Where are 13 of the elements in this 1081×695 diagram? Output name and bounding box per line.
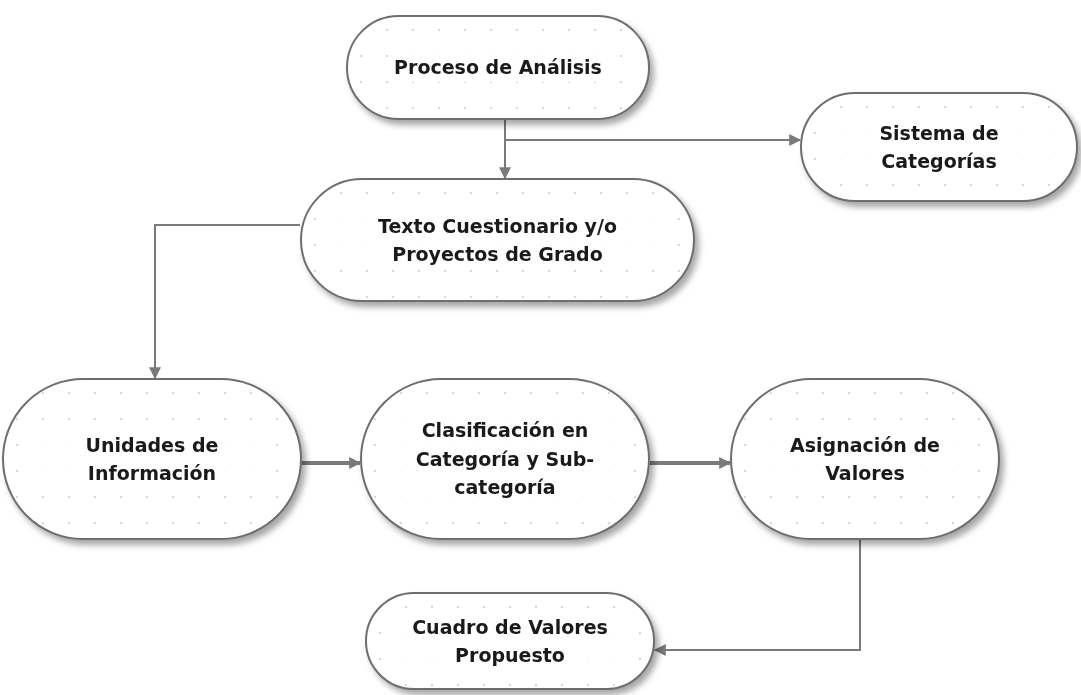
process-pill (300, 178, 695, 302)
arrow (149, 224, 301, 380)
process-pill (2, 378, 302, 540)
process-pill (800, 92, 1078, 202)
arrow (302, 457, 362, 469)
arrow (650, 457, 732, 469)
process-pill (360, 378, 650, 540)
node-label: Proceso de Análisis (394, 53, 602, 82)
arrow (653, 539, 861, 656)
process-pill (730, 378, 1000, 540)
arrow (504, 119, 802, 146)
process-pill (346, 15, 650, 120)
process-pill (365, 592, 655, 690)
